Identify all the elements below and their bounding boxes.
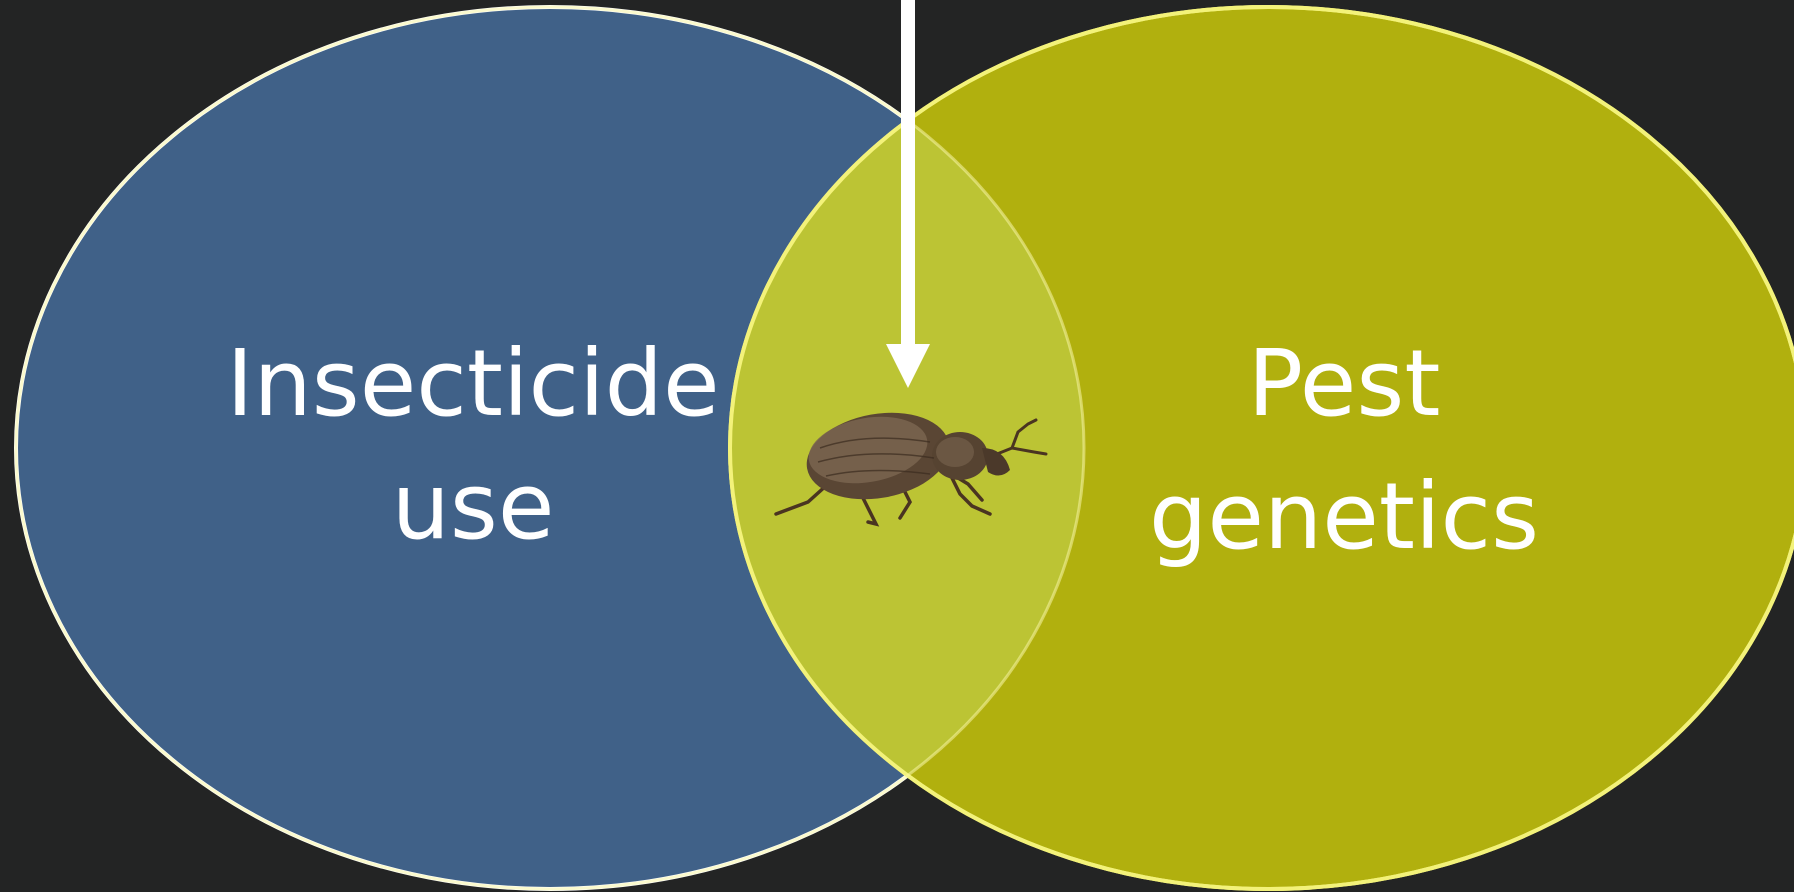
left-set-label-line1: Insecticide (226, 330, 719, 437)
right-set-label-line1: Pest (1248, 330, 1441, 437)
right-set-label-line2: genetics (1149, 463, 1539, 570)
left-set-label-line2: use (392, 453, 555, 560)
